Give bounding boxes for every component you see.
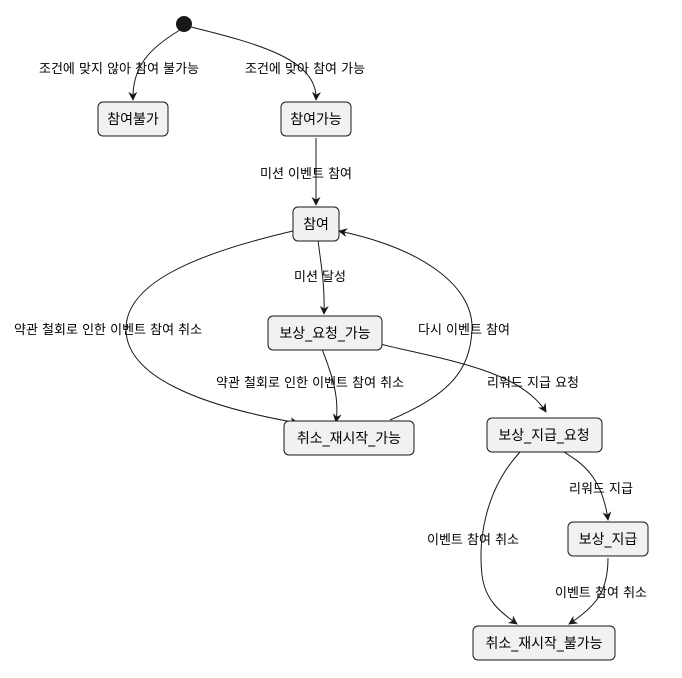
state-join-unavailable[interactable]: 참여불가 <box>97 101 169 137</box>
initial-state-node <box>176 16 192 32</box>
edge-joined-to-cancel <box>125 230 299 427</box>
state-join-available-label: 참여가능 <box>290 112 342 128</box>
state-reward-request-available[interactable]: 보상_요청_가능 <box>267 315 383 351</box>
state-reward-payment-request[interactable]: 보상_지급_요청 <box>486 417 603 453</box>
label-joined-to-reward-request: 미션 달성 <box>294 270 346 285</box>
edge-payment-request-to-unavailable <box>480 451 521 625</box>
edge-reward-request-to-cancel <box>321 348 342 423</box>
label-joined-to-cancel: 약관 철회로 인한 이벤트 참여 취소 <box>14 323 202 338</box>
label-available-to-joined: 미션 이벤트 참여 <box>260 167 352 182</box>
label-start-to-unavailable: 조건에 맞지 않아 참여 불가능 <box>39 62 199 77</box>
label-cancel-to-joined: 다시 이벤트 참여 <box>418 323 510 338</box>
label-payment-request-to-paid: 리워드 지급 <box>569 482 633 497</box>
state-cancel-rejoin-unavailable[interactable]: 취소_재시작_불가능 <box>472 625 616 661</box>
label-paid-to-unavailable: 이벤트 참여 취소 <box>555 586 647 601</box>
edge-reward-request-to-payment-request <box>379 343 547 413</box>
state-cancel-rejoin-available-label: 취소_재시작_가능 <box>297 431 401 447</box>
edge-cancel-to-joined <box>338 228 473 421</box>
label-reward-request-to-cancel: 약관 철회로 인한 이벤트 참여 취소 <box>216 376 404 391</box>
state-cancel-rejoin-available[interactable]: 취소_재시작_가능 <box>283 420 415 456</box>
transition-labels: 조건에 맞지 않아 참여 불가능 조건에 맞아 참여 가능 미션 이벤트 참여 … <box>14 62 647 601</box>
state-joined-label: 참여 <box>303 217 329 233</box>
state-join-available[interactable]: 참여가능 <box>280 101 352 137</box>
states: 참여불가 참여가능 참여 보상_요청_가능 취소_재시작_가능 보상_지급_요청… <box>97 101 649 661</box>
label-reward-request-to-payment-request: 리워드 지급 요청 <box>487 376 579 391</box>
label-start-to-available: 조건에 맞아 참여 가능 <box>245 62 365 77</box>
state-reward-payment-request-label: 보상_지급_요청 <box>498 428 589 444</box>
edge-payment-request-to-paid <box>563 451 612 521</box>
transitions <box>125 26 612 625</box>
state-joined[interactable]: 참여 <box>292 206 340 242</box>
state-reward-request-available-label: 보상_요청_가능 <box>279 326 370 342</box>
state-reward-paid[interactable]: 보상_지급 <box>567 521 649 557</box>
edge-joined-to-reward-request <box>317 239 329 315</box>
state-join-unavailable-label: 참여불가 <box>107 112 159 128</box>
state-cancel-rejoin-unavailable-label: 취소_재시작_불가능 <box>485 636 602 652</box>
edge-start-to-available <box>190 26 321 101</box>
label-payment-request-to-unavailable: 이벤트 참여 취소 <box>427 533 519 548</box>
edge-paid-to-unavailable <box>568 557 609 625</box>
state-reward-paid-label: 보상_지급 <box>579 532 638 548</box>
edge-start-to-unavailable <box>128 29 181 101</box>
